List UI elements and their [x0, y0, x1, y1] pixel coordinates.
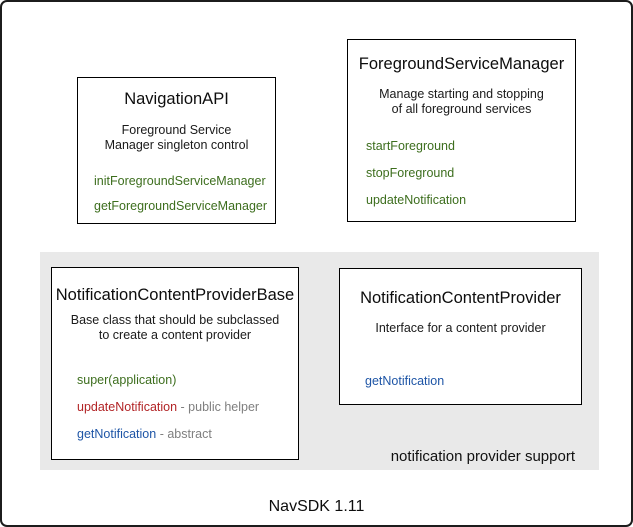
method-updateNotification: updateNotification - public helper [77, 400, 298, 415]
notification-content-provider-base-title: NotificationContentProviderBase [55, 286, 295, 304]
method-updateNotification: updateNotification [366, 193, 575, 208]
method-stopForeground: stopForeground [366, 166, 575, 181]
method-initForegroundServiceManager: initForegroundServiceManager [94, 174, 275, 189]
panel-label: notification provider support [390, 448, 575, 465]
method-name: getForegroundServiceManager [94, 199, 268, 213]
method-annotation: - public helper [177, 400, 260, 414]
foreground-service-manager-box: ForegroundServiceManager Manage starting… [347, 39, 576, 222]
description-line: Manage starting and stopping [379, 87, 544, 101]
method-super-application: super(application) [77, 373, 298, 388]
description-line: Base class that should be subclassed [70, 313, 280, 327]
method-name: super(application) [77, 373, 177, 387]
notification-content-provider-base-description: Base class that should be subclassed to … [52, 313, 298, 343]
method-name: getNotification [365, 374, 445, 388]
navigation-api-box: NavigationAPI Foreground Service Manager… [77, 77, 276, 224]
notification-content-provider-base-methods: super(application) updateNotification - … [77, 373, 298, 442]
foreground-service-manager-description: Manage starting and stopping of all fore… [348, 87, 575, 117]
method-name: initForegroundServiceManager [94, 174, 266, 188]
notification-content-provider-title: NotificationContentProvider [360, 289, 561, 307]
navigation-api-methods: initForegroundServiceManager getForegrou… [94, 174, 275, 214]
description-line: to create a content provider [98, 328, 252, 342]
notification-content-provider-box: NotificationContentProvider Interface fo… [339, 268, 582, 405]
notification-content-provider-base-box: NotificationContentProviderBase Base cla… [51, 267, 299, 460]
method-getNotification: getNotification [365, 374, 581, 389]
method-startForeground: startForeground [366, 139, 575, 154]
description-line: Foreground Service [121, 123, 232, 137]
method-name: getNotification [77, 427, 157, 441]
foreground-service-manager-title: ForegroundServiceManager [358, 55, 565, 73]
description-line: Manager singleton control [104, 138, 249, 152]
description-line: Interface for a content provider [375, 321, 546, 335]
method-name: startForeground [366, 139, 455, 153]
method-name: stopForeground [366, 166, 455, 180]
navigation-api-description: Foreground Service Manager singleton con… [78, 123, 275, 153]
method-name: updateNotification [366, 193, 467, 207]
foreground-service-manager-methods: startForeground stopForeground updateNot… [366, 139, 575, 208]
description-line: of all foreground services [391, 102, 532, 116]
sdk-version-label: NavSDK 1.11 [268, 498, 365, 515]
notification-content-provider-methods: getNotification [365, 374, 581, 389]
navigation-api-title: NavigationAPI [124, 90, 229, 108]
method-name: updateNotification [77, 400, 178, 414]
method-getForegroundServiceManager: getForegroundServiceManager [94, 199, 275, 214]
method-annotation: - abstract [156, 427, 212, 441]
notification-content-provider-description: Interface for a content provider [340, 321, 581, 336]
method-getNotification: getNotification - abstract [77, 427, 298, 442]
